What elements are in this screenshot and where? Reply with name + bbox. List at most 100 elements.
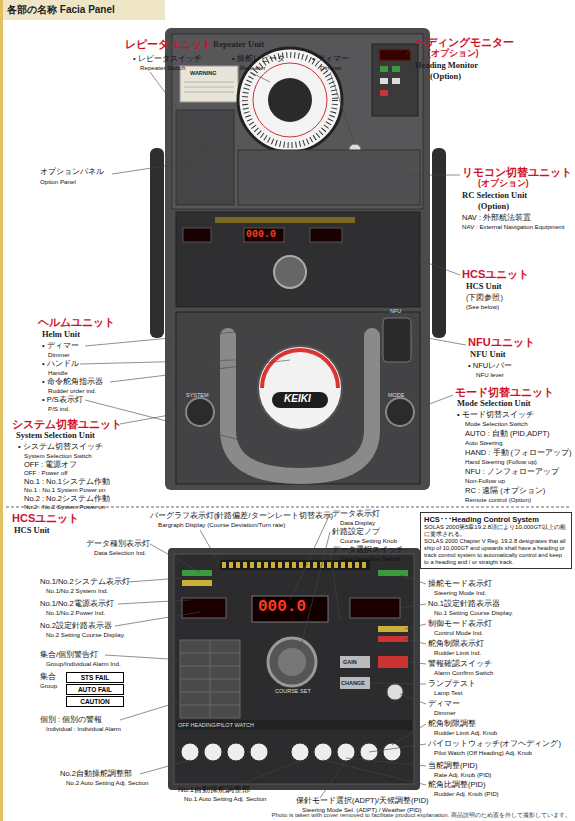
leader-line [120,700,185,720]
callout-label-en: Handle [48,369,68,376]
unit-heading-note: (オプション) [428,49,479,59]
helm-unit-graphic [186,398,214,426]
callout-label: データ種別表示灯 [86,540,150,549]
helm-unit-graphic [176,312,420,484]
hcs-panel-graphic [340,656,370,668]
unit-name: (Option) [430,72,461,82]
callout-label: No.1自動操舵調整部 [178,786,250,795]
callout-label-en: NFU lever [476,371,504,378]
callout-label: • NFUレバー [468,362,512,371]
unit-name: Heading Monitor [415,61,478,71]
rc-selection-panel [238,150,420,205]
leader-line [80,360,235,364]
callout-label: ランプテスト [428,680,476,689]
leader-line [300,532,330,650]
callout-label: No.1/No.2システム表示灯 [40,578,130,587]
hcs-panel-graphic [278,648,306,676]
hcs-panel-graphic [291,743,309,761]
leader-line [118,600,190,604]
hcs-panel-graphic [182,580,212,586]
callout-label: 針路設定ノブ [332,528,380,537]
callout-label-en: Data Selection Switch [340,555,400,562]
callout-label: • P/S表示灯 [42,396,83,405]
repeater-dial [268,78,312,122]
hcs-panel-graphic [174,554,414,784]
info-text: SOLAS 2000 Chapter V Reg. 19.2.8 designa… [424,538,568,566]
warning-sticker [184,92,234,93]
leader-line [85,326,300,346]
heading-monitor [380,66,388,72]
unit-heading: モード切替ユニット [455,386,554,399]
unit-heading: レピータユニット [125,38,213,51]
callout-label-en: No.1 : No.1 System Power on [24,486,106,493]
repeater-dial [238,48,342,152]
leader-line [323,760,426,785]
hcs-panel-graphic [168,548,420,790]
rc-selection-panel [238,150,420,205]
option-panel [176,110,234,205]
callout-label-en: Control Mode Ind. [434,629,483,636]
heading-monitor [372,44,418,116]
leader-line [290,514,330,600]
callout-label-en: Individual : Individual Alarm [46,725,121,732]
callout-label-en: Auto Steering [465,439,503,446]
leader-line [405,48,413,55]
hcs-panel-graphic [378,626,408,632]
callout-label: • 操舵レピータ [232,55,285,64]
callout-label: • モード切替スイッチ [457,411,534,420]
digital-display: 000.0 [246,229,276,241]
callout-label: No.2 : No.2システム作動 [24,495,110,504]
warning-sticker [184,82,234,83]
callout-label-en: Data Display [340,519,375,526]
callout-label-en: No.1 Auto Setting Adj. Section [184,795,267,802]
callout-label-en: Option Panel [40,178,76,185]
callout-label: • レピータスイッチ [133,55,202,64]
callout-label-en: Mode Selection Switch [465,420,528,427]
header-tab [0,0,165,20]
callout-label-en: Rudder Limit Adj. Knob [434,729,497,736]
callout-label: データ選択スイッチ [332,546,404,555]
callout-label: 当舵調整(PID) [428,762,478,771]
leader-line [140,760,190,774]
callout-label: NAV : 外部航法装置 [462,214,531,223]
callout-label-en: Rudder order ind. [48,387,96,394]
unit-name: HCS Unit [14,526,50,536]
callout-label-en: No.2 : No.2 System Power on [24,503,106,510]
leader-line [128,578,182,582]
leader-line [330,550,340,620]
grab-handle [150,148,164,338]
hcs-unit-graphic [176,212,420,307]
callout-label: No.2設定針路表示器 [40,622,112,631]
panel-marking: GAIN [343,659,357,665]
callout-label-en: Hand Steering (Follow up) [465,458,537,465]
warning-sticker [180,66,238,102]
callout-label: • ディマー [312,55,349,64]
digital-display: 000.0 [258,598,306,616]
leader-line [112,160,205,174]
leader-line [80,48,466,798]
alarm-text: AUTO FAIL [67,685,123,694]
unit-name: Mode Selection Unit [457,399,531,409]
helm-unit-graphic [272,392,328,408]
callout-label-en: Rudder Adj. Knob (PID) [434,790,499,797]
callout-label-en: Repeater Switch [140,64,185,71]
callout-label-en: No.2 Setting Course Display. [46,631,125,638]
unit-name: Helm Unit [42,330,80,340]
unit-heading: ヘディングモニター [415,36,514,49]
hcs-unit-graphic [244,228,284,242]
leader-line [400,694,426,704]
hcs-panel-graphic [350,598,400,618]
alarm-text: STS FAIL [67,673,123,682]
grab-handle [432,148,446,338]
callout-label-en: No.1/No.2 System Ind. [46,587,108,594]
callout-label-en: Pilot Watch (Off Heading) Adj. Knob [434,749,532,756]
hcs-unit-graphic [274,256,306,288]
heading-monitor [372,44,418,116]
unit-heading: HCSユニット [12,512,79,525]
callout-label-en: Alarm Confirm Switch [434,669,493,676]
callout-label-en: Group/Individual Alarm Ind. [46,660,121,667]
callout-label: No.1/No.2電源表示灯 [40,600,114,609]
callout-label: 集合/個別警告灯 [40,651,98,660]
leader-line [411,335,466,345]
callout-label: HAND : 手動 (フォローアップ) [465,449,572,458]
